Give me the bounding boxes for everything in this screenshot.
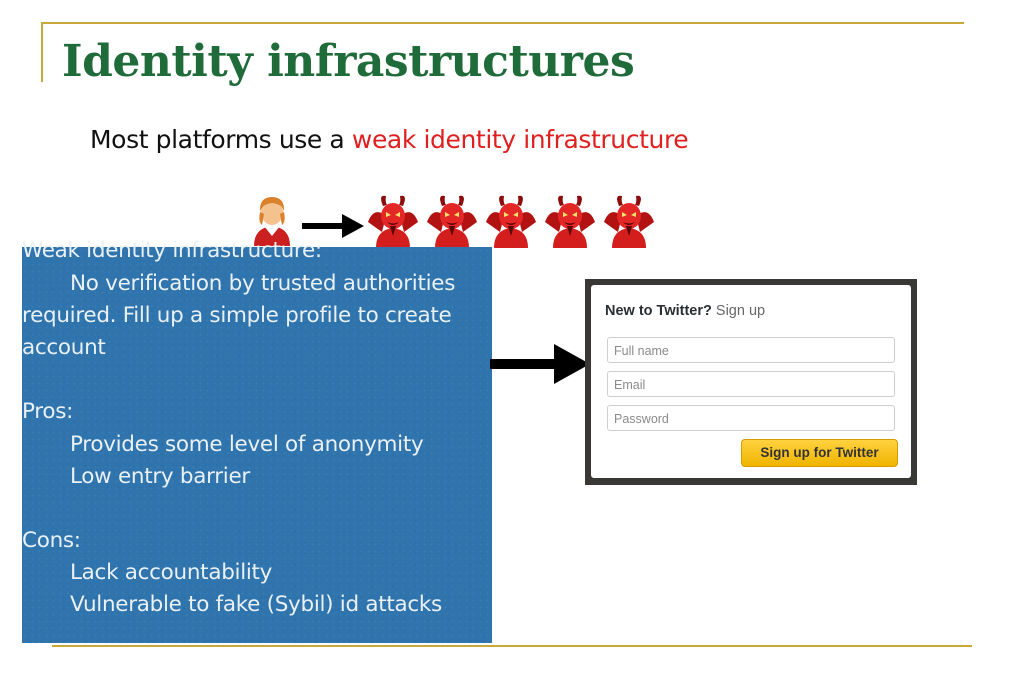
pros-item: Provides some level of anonymity — [70, 432, 424, 457]
infobox-heading: Weak identity infrastructure: — [22, 238, 322, 263]
sybil-devil-icon — [486, 195, 536, 248]
full-name-input[interactable]: Full name — [607, 337, 895, 363]
twitter-signup-screenshot: New to Twitter? Sign up Full name Email … — [585, 279, 917, 485]
twitter-signup-card: New to Twitter? Sign up Full name Email … — [591, 285, 911, 478]
cons-label: Cons: — [22, 528, 81, 553]
left-rule — [41, 22, 43, 82]
infobox-desc-line2: required. Fill up a simple profile to cr… — [22, 303, 452, 328]
arrow-right-icon — [490, 344, 590, 389]
subtitle-highlight: weak identity infrastructure — [351, 125, 689, 154]
infobox-desc-line1: No verification by trusted authorities — [70, 271, 456, 296]
pros-item: Low entry barrier — [70, 464, 250, 489]
cons-item: Lack accountability — [70, 560, 273, 585]
top-rule — [41, 22, 964, 24]
sybil-devils — [366, 192, 656, 248]
subtitle-prefix: Most platforms use a — [90, 125, 352, 154]
twitter-heading-bold: New to Twitter? — [605, 303, 712, 319]
sybil-devil-icon — [604, 195, 654, 248]
twitter-signup-heading: New to Twitter? Sign up — [605, 303, 765, 319]
pros-label: Pros: — [22, 399, 74, 424]
sign-up-button[interactable]: Sign up for Twitter — [741, 439, 898, 467]
slide-subtitle: Most platforms use a weak identity infra… — [90, 125, 689, 154]
sybil-devil-icon — [545, 195, 595, 248]
bottom-rule — [52, 645, 972, 647]
password-input[interactable]: Password — [607, 405, 895, 431]
user-icon — [250, 192, 294, 251]
weak-identity-info-box: Weak identity infrastructure: No verific… — [22, 238, 492, 643]
sybil-devil-icon — [427, 195, 477, 248]
cons-item: Vulnerable to fake (Sybil) id attacks — [70, 592, 442, 617]
twitter-signup-link[interactable]: Sign up — [711, 303, 766, 319]
sybil-devil-icon — [368, 195, 418, 248]
arrow-right-icon — [302, 212, 364, 245]
slide-title: Identity infrastructures — [62, 36, 635, 87]
infobox-desc-line3: account — [22, 335, 106, 360]
email-input[interactable]: Email — [607, 371, 895, 397]
